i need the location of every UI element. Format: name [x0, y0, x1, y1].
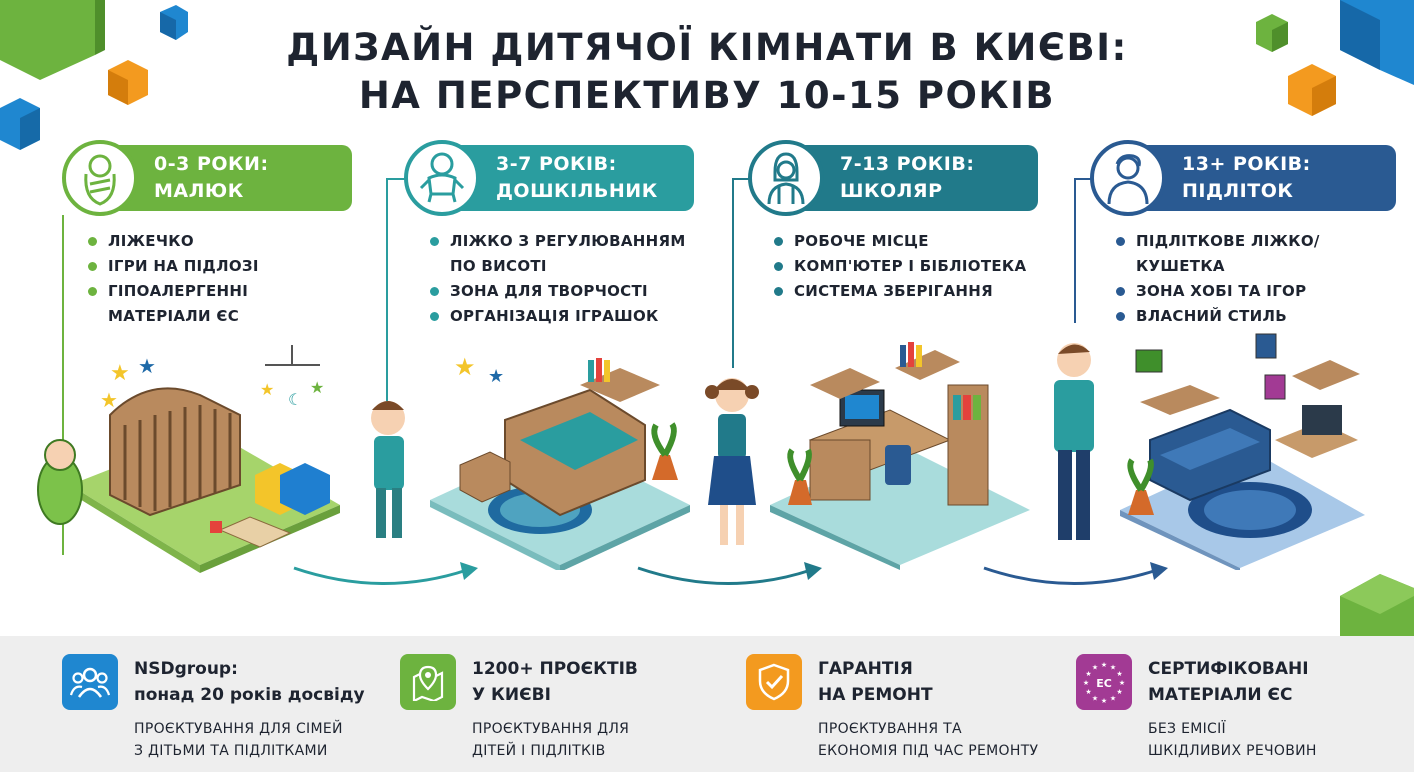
timeline-line: [386, 178, 388, 418]
list-item: КОМП'ЮТЕР І БІБЛІОТЕКА: [774, 254, 1026, 279]
timeline-line: [1074, 178, 1076, 323]
room-scene-toddler: ★ ★ ★ ★ ☾ ★: [37, 345, 340, 573]
svg-text:★: ★: [110, 361, 130, 386]
list-item: ГІПОАЛЕРГЕННІ: [88, 279, 259, 304]
svg-text:★: ★: [1085, 670, 1091, 678]
svg-text:★: ★: [1119, 679, 1125, 687]
stage-age: 3-7 РОКІВ:: [496, 153, 617, 175]
schoolgirl-icon: [748, 140, 824, 216]
list-item: ЛІЖКО З РЕГУЛЮВАННЯМ: [430, 229, 686, 254]
decorative-cube-bottom-right: [1340, 574, 1414, 636]
svg-text:★: ★: [138, 354, 156, 378]
svg-text:★: ★: [1101, 697, 1107, 705]
stage-toddler-0-3: 0-3 РОКИ: МАЛЮК ЛІЖЕЧКО ІГРИ НА ПІДЛОЗІ …: [62, 140, 352, 625]
feature-experience: NSDgroup:понад 20 років досвіду ПРОЄКТУВ…: [62, 654, 392, 764]
room-scene-teenager: [1054, 333, 1365, 570]
list-item: ЗОНА ХОБІ ТА ІГОР: [1116, 279, 1380, 304]
stage-age: 7-13 РОКІВ:: [840, 153, 975, 175]
svg-text:★: ★: [488, 366, 504, 387]
svg-text:★: ★: [1083, 679, 1089, 687]
timeline-connector: [386, 178, 408, 180]
svg-text:★: ★: [454, 353, 476, 381]
svg-text:★: ★: [1092, 664, 1098, 672]
features-bar: NSDgroup:понад 20 років досвіду ПРОЄКТУВ…: [0, 636, 1414, 772]
timeline-connector: [1074, 178, 1094, 180]
stage-label: ШКОЛЯР: [840, 180, 943, 202]
stage-label: ДОШКІЛЬНИК: [496, 180, 658, 202]
stage-items: РОБОЧЕ МІСЦЕ КОМП'ЮТЕР І БІБЛІОТЕКА СИСТ…: [774, 229, 1026, 304]
stage-preschool-3-7: 3-7 РОКІВ: ДОШКІЛЬНИК ЛІЖКО З РЕГУЛЮВАНН…: [386, 140, 694, 625]
decorative-cubes-right: [1256, 0, 1414, 116]
list-item: ВЛАСНИЙ СТИЛЬ: [1116, 304, 1380, 329]
progress-arrow-1: [293, 562, 478, 585]
stage-label: ПІДЛІТОК: [1182, 180, 1294, 202]
svg-text:★: ★: [1110, 664, 1116, 672]
stage-items: ЛІЖКО З РЕГУЛЮВАННЯМ ПО ВИСОТІ ЗОНА ДЛЯ …: [430, 229, 686, 329]
list-item: ЛІЖЕЧКО: [88, 229, 259, 254]
svg-text:★: ★: [1116, 670, 1122, 678]
list-item: СИСТЕМА ЗБЕРІГАННЯ: [774, 279, 1026, 304]
room-scene-preschool: ★ ★: [371, 353, 690, 570]
svg-text:★: ★: [1110, 695, 1116, 703]
shield-check-icon: [746, 654, 802, 710]
people-group-icon: [62, 654, 118, 710]
timeline-line: [62, 215, 64, 555]
list-item: МАТЕРІАЛИ ЄС: [108, 307, 240, 325]
room-scene-schoolchild: [705, 342, 1030, 570]
stage-age: 13+ РОКІВ:: [1182, 153, 1311, 175]
svg-text:★: ★: [310, 378, 324, 397]
toddler-icon: [404, 140, 480, 216]
feature-title: NSDgroup:понад 20 років досвіду: [134, 659, 365, 705]
progress-arrow-2: [637, 562, 822, 585]
svg-text:★: ★: [1092, 695, 1098, 703]
title-line-2: НА ПЕРСПЕКТИВУ 10-15 РОКІВ: [358, 74, 1056, 117]
stage-age: 0-3 РОКИ:: [154, 153, 269, 175]
swaddled-baby-icon: [62, 140, 138, 216]
map-pin-icon: [400, 654, 456, 710]
page-title: ДИЗАЙН ДИТЯЧОЇ КІМНАТИ В КИЄВІ: НА ПЕРСП…: [0, 24, 1414, 120]
stage-label: МАЛЮК: [154, 180, 244, 202]
progress-arrow-3: [983, 562, 1168, 585]
stage-items: ПІДЛІТКОВЕ ЛІЖКО/КУШЕТКА ЗОНА ХОБІ ТА ІГ…: [1116, 229, 1380, 329]
eu-stars-icon: ★★★★★★★★★★★★ ЕС: [1076, 654, 1132, 710]
timeline-connector: [732, 178, 752, 180]
stage-schoolchild-7-13: 7-13 РОКІВ: ШКОЛЯР РОБОЧЕ МІСЦЕ КОМП'ЮТЕ…: [732, 140, 1038, 625]
list-item: РОБОЧЕ МІСЦЕ: [774, 229, 1026, 254]
timeline-line: [732, 178, 734, 368]
stage-teenager-13-plus: 13+ РОКІВ: ПІДЛІТОК ПІДЛІТКОВЕ ЛІЖКО/КУШ…: [1074, 140, 1396, 625]
teenager-icon: [1090, 140, 1166, 216]
svg-text:★: ★: [1116, 688, 1122, 696]
decorative-cubes-left: [0, 0, 188, 150]
list-item: ОРГАНІЗАЦІЯ ІГРАШОК: [430, 304, 686, 329]
title-line-1: ДИЗАЙН ДИТЯЧОЇ КІМНАТИ В КИЄВІ:: [286, 26, 1128, 69]
svg-text:★: ★: [100, 388, 118, 412]
stage-items: ЛІЖЕЧКО ІГРИ НА ПІДЛОЗІ ГІПОАЛЕРГЕННІ МА…: [88, 229, 259, 329]
svg-text:ЕС: ЕС: [1096, 677, 1112, 690]
list-item: ПІДЛІТКОВЕ ЛІЖКО/КУШЕТКА: [1116, 229, 1380, 279]
svg-text:★: ★: [1085, 688, 1091, 696]
svg-text:★: ★: [1101, 661, 1107, 669]
list-item: ПО ВИСОТІ: [450, 257, 547, 275]
list-item: ЗОНА ДЛЯ ТВОРЧОСТІ: [430, 279, 686, 304]
svg-text:★: ★: [260, 380, 274, 399]
svg-text:☾: ☾: [288, 390, 302, 409]
list-item: ІГРИ НА ПІДЛОЗІ: [88, 254, 259, 279]
